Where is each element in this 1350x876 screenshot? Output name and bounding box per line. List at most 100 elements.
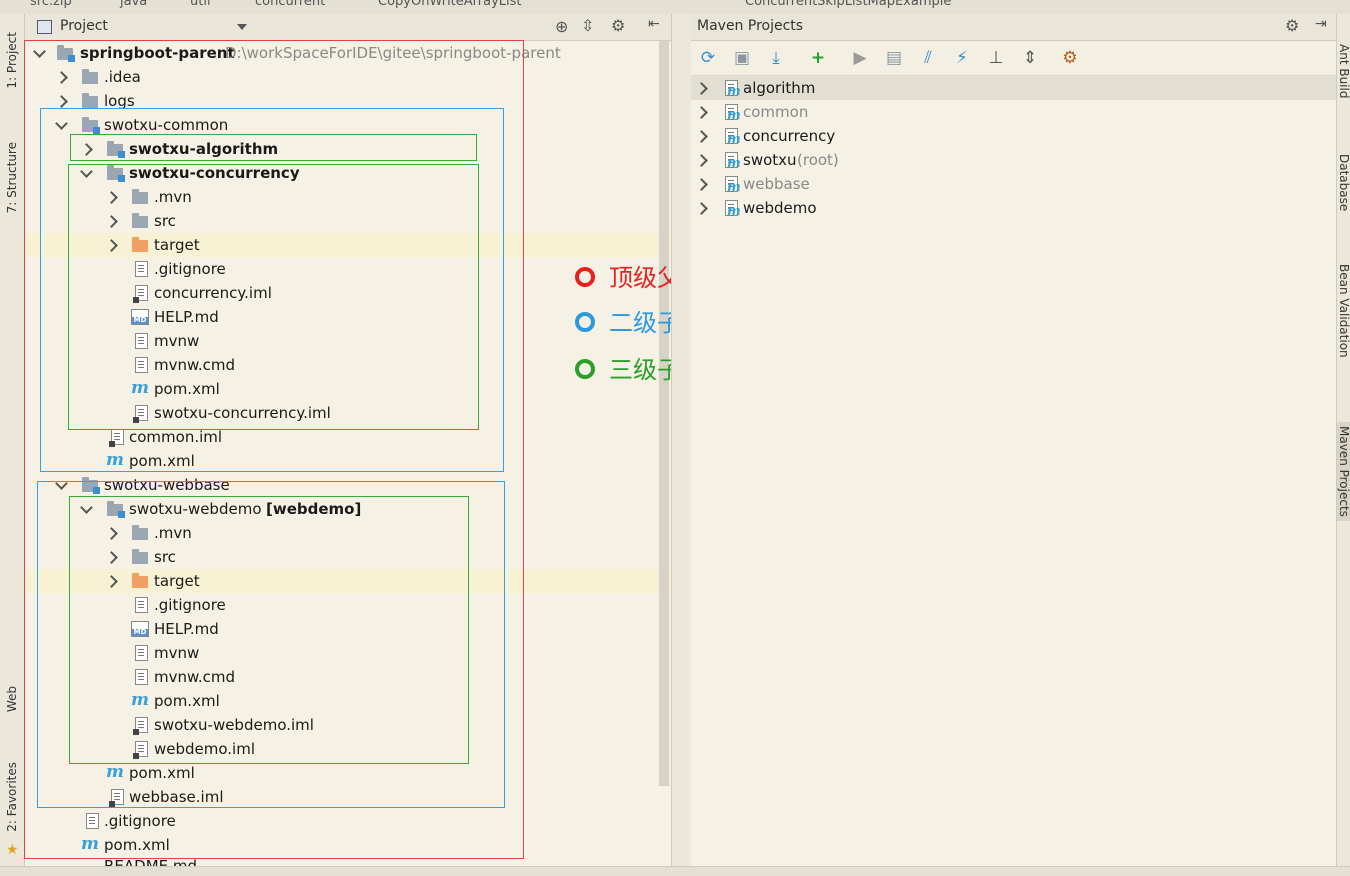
tool-tab-web[interactable]: Web bbox=[5, 686, 19, 713]
tree-node[interactable]: swotxu-webbase bbox=[25, 473, 625, 497]
tree-node[interactable]: target bbox=[25, 569, 625, 593]
chevron-right-icon[interactable] bbox=[695, 202, 708, 215]
tree-node[interactable]: webbase.iml bbox=[25, 785, 625, 809]
breadcrumb-item[interactable]: java bbox=[120, 0, 148, 9]
chevron-right-icon[interactable] bbox=[695, 154, 708, 167]
tree-node-label: pom.xml bbox=[104, 836, 170, 854]
skip-tests-icon[interactable]: ⚡ bbox=[956, 48, 968, 68]
tree-node[interactable]: .gitignore bbox=[25, 809, 625, 833]
tree-node[interactable]: swotxu-concurrency.iml bbox=[25, 401, 625, 425]
refresh-icon[interactable]: ⟳ bbox=[700, 48, 716, 68]
iml-file-icon bbox=[109, 789, 124, 807]
module-folder-icon bbox=[107, 501, 125, 518]
locate-icon[interactable]: ⊕ bbox=[555, 17, 569, 36]
tree-node[interactable]: .gitignore bbox=[25, 257, 625, 281]
second-level-outline bbox=[37, 481, 505, 808]
gear-icon[interactable]: ⚙ bbox=[611, 16, 626, 35]
maven-project-node[interactable]: m algorithm bbox=[691, 76, 1336, 100]
tree-node[interactable]: m pom.xml bbox=[25, 449, 625, 473]
tree-node[interactable]: src bbox=[25, 545, 625, 569]
tree-node[interactable]: README.md bbox=[25, 852, 625, 866]
maven-m-icon: m bbox=[727, 84, 741, 99]
editor-gutter bbox=[671, 14, 693, 875]
gear-icon[interactable]: ⚙ bbox=[1285, 16, 1300, 35]
tool-tab-database[interactable]: Database bbox=[1337, 154, 1350, 212]
maven-panel-header: Maven Projects ⚙ ⇥ bbox=[691, 14, 1336, 41]
breadcrumb-item[interactable]: util bbox=[190, 0, 211, 9]
maven-project-node[interactable]: m common bbox=[691, 100, 1336, 124]
tool-tab-project[interactable]: 1: Project bbox=[5, 32, 19, 89]
tree-node[interactable]: swotxu-concurrency bbox=[25, 161, 625, 185]
maven-module-icon bbox=[725, 200, 738, 216]
tree-node-label: swotxu-common bbox=[104, 116, 229, 134]
breadcrumb-item[interactable]: src.zip bbox=[30, 0, 72, 9]
tree-node[interactable]: concurrency.iml bbox=[25, 281, 625, 305]
run-icon[interactable]: ▶ bbox=[853, 48, 867, 68]
tree-node[interactable]: m pom.xml bbox=[25, 833, 625, 857]
tree-node[interactable]: swotxu-common bbox=[25, 113, 625, 137]
chevron-right-icon[interactable] bbox=[695, 130, 708, 143]
tree-node[interactable]: mvnw.cmd bbox=[25, 665, 625, 689]
tree-node[interactable]: swotxu-webdemo.iml bbox=[25, 713, 625, 737]
maven-project-label: common bbox=[743, 103, 809, 121]
tree-node[interactable]: mvnw bbox=[25, 641, 625, 665]
tree-node[interactable]: MD HELP.md bbox=[25, 305, 625, 329]
toggle-offline-icon[interactable]: ⫽ bbox=[924, 48, 932, 68]
tree-node-label: webdemo.iml bbox=[154, 740, 256, 758]
tree-node-label: swotxu-webbase bbox=[104, 476, 230, 494]
tool-tab-ant-build[interactable]: Ant Build bbox=[1337, 44, 1350, 99]
tool-tab-favorites[interactable]: 2: Favorites bbox=[5, 762, 19, 832]
tree-node[interactable]: .mvn bbox=[25, 521, 625, 545]
add-icon[interactable]: + bbox=[810, 48, 826, 68]
tool-tab-maven-projects[interactable]: Maven Projects bbox=[1337, 422, 1350, 521]
tree-node[interactable]: .mvn bbox=[25, 185, 625, 209]
collapse-all-icon[interactable]: ⇕ bbox=[1022, 48, 1038, 68]
settings-icon[interactable]: ⚙ bbox=[1062, 48, 1078, 68]
tree-node[interactable]: swotxu-webdemo [webdemo] bbox=[25, 497, 625, 521]
module-folder-icon bbox=[57, 45, 75, 62]
tree-node-label: HELP.md bbox=[154, 308, 219, 326]
tree-node[interactable]: m pom.xml bbox=[25, 689, 625, 713]
iml-file-icon bbox=[133, 717, 148, 735]
chevron-right-icon[interactable] bbox=[695, 178, 708, 191]
breadcrumb-item[interactable]: concurrent bbox=[255, 0, 326, 9]
tree-node[interactable]: MD HELP.md bbox=[25, 617, 625, 641]
maven-pom-icon: m bbox=[106, 762, 124, 782]
breadcrumb-item[interactable]: CopyOnWriteArrayList bbox=[378, 0, 522, 9]
tree-node-root[interactable]: springboot-parent D:\workSpaceForIDE\git… bbox=[25, 41, 645, 65]
chevron-right-icon[interactable] bbox=[695, 106, 708, 119]
view-dropdown-icon[interactable] bbox=[237, 24, 247, 30]
chevron-right-icon[interactable] bbox=[695, 82, 708, 95]
maven-project-node[interactable]: m concurrency bbox=[691, 124, 1336, 148]
tree-node[interactable]: swotxu-algorithm bbox=[25, 137, 625, 161]
tree-node[interactable]: mvnw.cmd bbox=[25, 353, 625, 377]
tree-node[interactable]: mvnw bbox=[25, 329, 625, 353]
circle-icon bbox=[575, 359, 595, 379]
excluded-folder-icon bbox=[132, 237, 148, 252]
maven-project-node[interactable]: m webdemo bbox=[691, 196, 1336, 220]
hide-panel-icon[interactable]: ⇤ bbox=[648, 16, 660, 32]
tree-node[interactable]: .gitignore bbox=[25, 593, 625, 617]
tree-node[interactable]: m pom.xml bbox=[25, 761, 625, 785]
tree-node[interactable]: m pom.xml bbox=[25, 377, 625, 401]
tree-node[interactable]: webdemo.iml bbox=[25, 737, 625, 761]
tool-tab-bean-validation[interactable]: Bean Validation bbox=[1337, 264, 1350, 358]
execute-goal-icon[interactable]: ▤ bbox=[885, 48, 903, 68]
tool-tab-structure[interactable]: 7: Structure bbox=[5, 142, 19, 214]
tree-node[interactable]: common.iml bbox=[25, 425, 625, 449]
editor-tab[interactable]: ConcurrentSkipListMapExample bbox=[745, 0, 952, 9]
tree-node[interactable]: .idea bbox=[25, 65, 625, 89]
tree-node[interactable]: src bbox=[25, 209, 625, 233]
show-dependencies-icon[interactable]: ⊥ bbox=[988, 48, 1004, 68]
tree-node[interactable]: target bbox=[25, 233, 625, 257]
download-icon[interactable]: ⤓ bbox=[772, 48, 780, 68]
tree-node-suffix: [webdemo] bbox=[266, 500, 362, 518]
tree-node[interactable]: logs bbox=[25, 89, 625, 113]
scrollbar-track[interactable] bbox=[659, 41, 669, 786]
maven-project-node[interactable]: m webbase bbox=[691, 172, 1336, 196]
hide-panel-icon[interactable]: ⇥ bbox=[1315, 16, 1327, 32]
maven-pom-icon: m bbox=[81, 834, 99, 854]
maven-project-node[interactable]: m swotxu (root) bbox=[691, 148, 1336, 172]
generate-sources-icon[interactable]: ▣ bbox=[733, 48, 751, 68]
collapse-icon[interactable]: ⇳ bbox=[581, 16, 595, 35]
